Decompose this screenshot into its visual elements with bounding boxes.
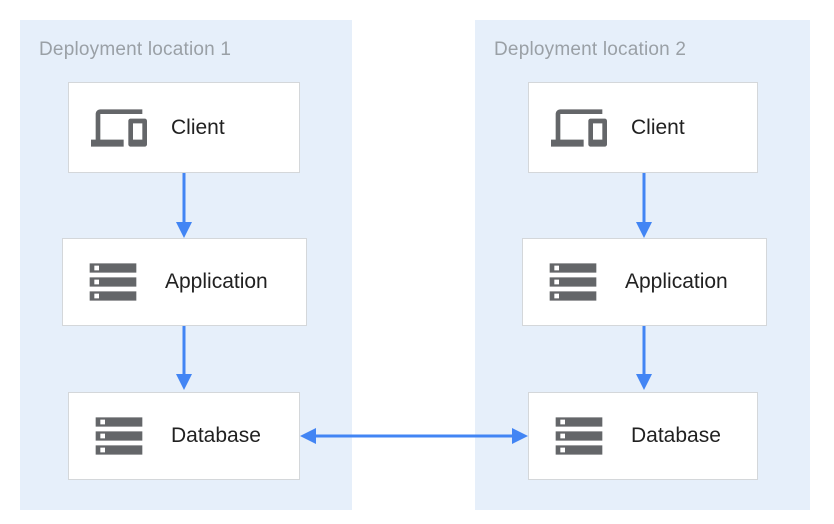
node-label: Client — [171, 115, 225, 139]
deployment-location-2-panel: Deployment location 2 Client Application… — [475, 20, 810, 510]
application-node-1: Application — [62, 238, 307, 326]
node-label: Database — [171, 424, 261, 447]
node-label: Application — [625, 270, 728, 293]
database-node-2: Database — [528, 392, 758, 480]
panel-title: Deployment location 1 — [39, 39, 232, 60]
panel-title: Deployment location 2 — [494, 39, 687, 60]
node-label: Client — [631, 115, 685, 139]
storage-icon — [91, 408, 147, 464]
storage-icon — [85, 254, 141, 310]
storage-icon — [545, 254, 601, 310]
client-node-2: Client — [528, 82, 758, 173]
node-label: Database — [631, 424, 721, 447]
devices-icon — [551, 100, 607, 156]
node-label: Application — [165, 270, 268, 293]
storage-icon — [551, 408, 607, 464]
client-node-1: Client — [68, 82, 300, 173]
deployment-location-1-panel: Deployment location 1 Client Application… — [20, 20, 352, 510]
application-node-2: Application — [522, 238, 767, 326]
database-node-1: Database — [68, 392, 300, 480]
devices-icon — [91, 100, 147, 156]
